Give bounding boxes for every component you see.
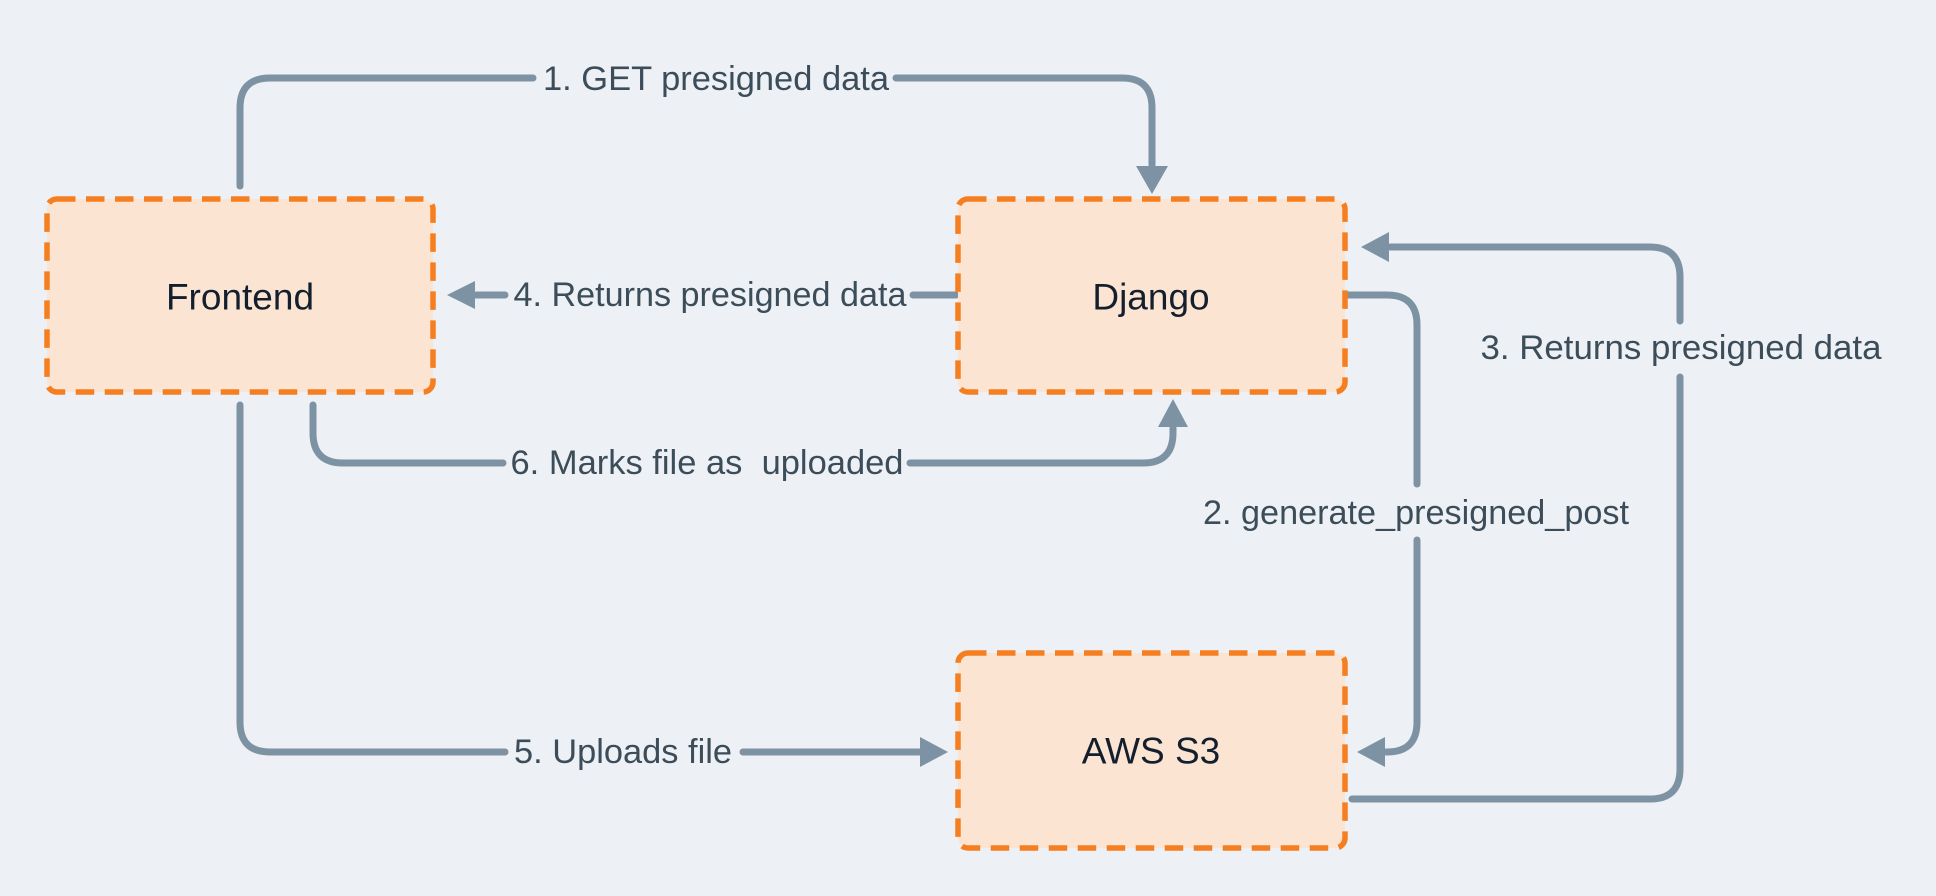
edge-4-label: 4. Returns presigned data (514, 276, 907, 314)
node-aws-s3: AWS S3 (955, 650, 1348, 851)
edge-2-arrowhead (1357, 737, 1385, 767)
edge-5-line (236, 401, 924, 756)
aws-s3-label: AWS S3 (1082, 731, 1220, 772)
edge-3-line (1348, 243, 1684, 803)
edge-4-returns-presigned-data: 4. Returns presigned data (447, 276, 960, 314)
edge-3-label: 3. Returns presigned data (1481, 329, 1882, 367)
edge-5-label: 5. Uploads file (514, 733, 732, 771)
edge-1-line (236, 74, 1156, 190)
django-label: Django (1092, 277, 1209, 318)
node-django: Django (955, 196, 1348, 395)
edge-6-label: 6. Marks file as uploaded (511, 444, 904, 482)
edge-5-arrowhead (920, 737, 948, 767)
aws-s3-box (955, 650, 1348, 851)
edge-1-label: 1. GET presigned data (543, 60, 889, 98)
edge-2-label: 2. generate_presigned_post (1203, 494, 1630, 532)
frontend-label: Frontend (166, 277, 314, 318)
edge-2-line (1343, 291, 1421, 756)
edge-3-arrowhead (1361, 232, 1389, 262)
edge-4-arrowhead (447, 281, 475, 309)
edge-2-generate-presigned-post: 2. generate_presigned_post (1203, 291, 1630, 767)
edge-5-uploads-file: 5. Uploads file (236, 401, 948, 771)
edge-6-line (309, 401, 1177, 467)
edge-6-arrowhead (1158, 399, 1188, 427)
edge-6-marks-file-uploaded: 6. Marks file as uploaded (309, 399, 1188, 482)
edge-1-arrowhead (1136, 166, 1168, 194)
edge-3-returns-presigned-data: 3. Returns presigned data (1348, 232, 1882, 803)
edge-1-get-presigned-data: 1. GET presigned data (236, 60, 1168, 194)
django-box (955, 196, 1348, 395)
node-frontend: Frontend (44, 196, 436, 395)
frontend-box (44, 196, 436, 395)
